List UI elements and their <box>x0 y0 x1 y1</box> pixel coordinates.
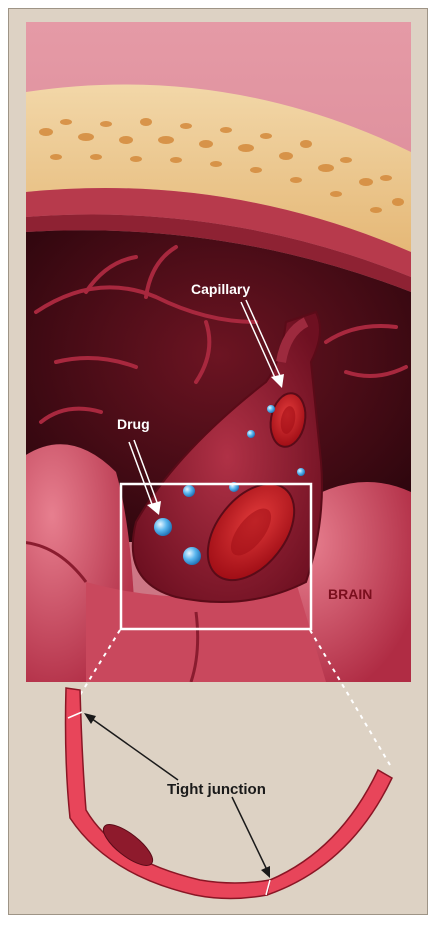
zoom-guide-lines <box>80 630 390 765</box>
endothelial-cell-right <box>267 770 392 895</box>
tight-junction-label: Tight junction <box>167 781 266 798</box>
